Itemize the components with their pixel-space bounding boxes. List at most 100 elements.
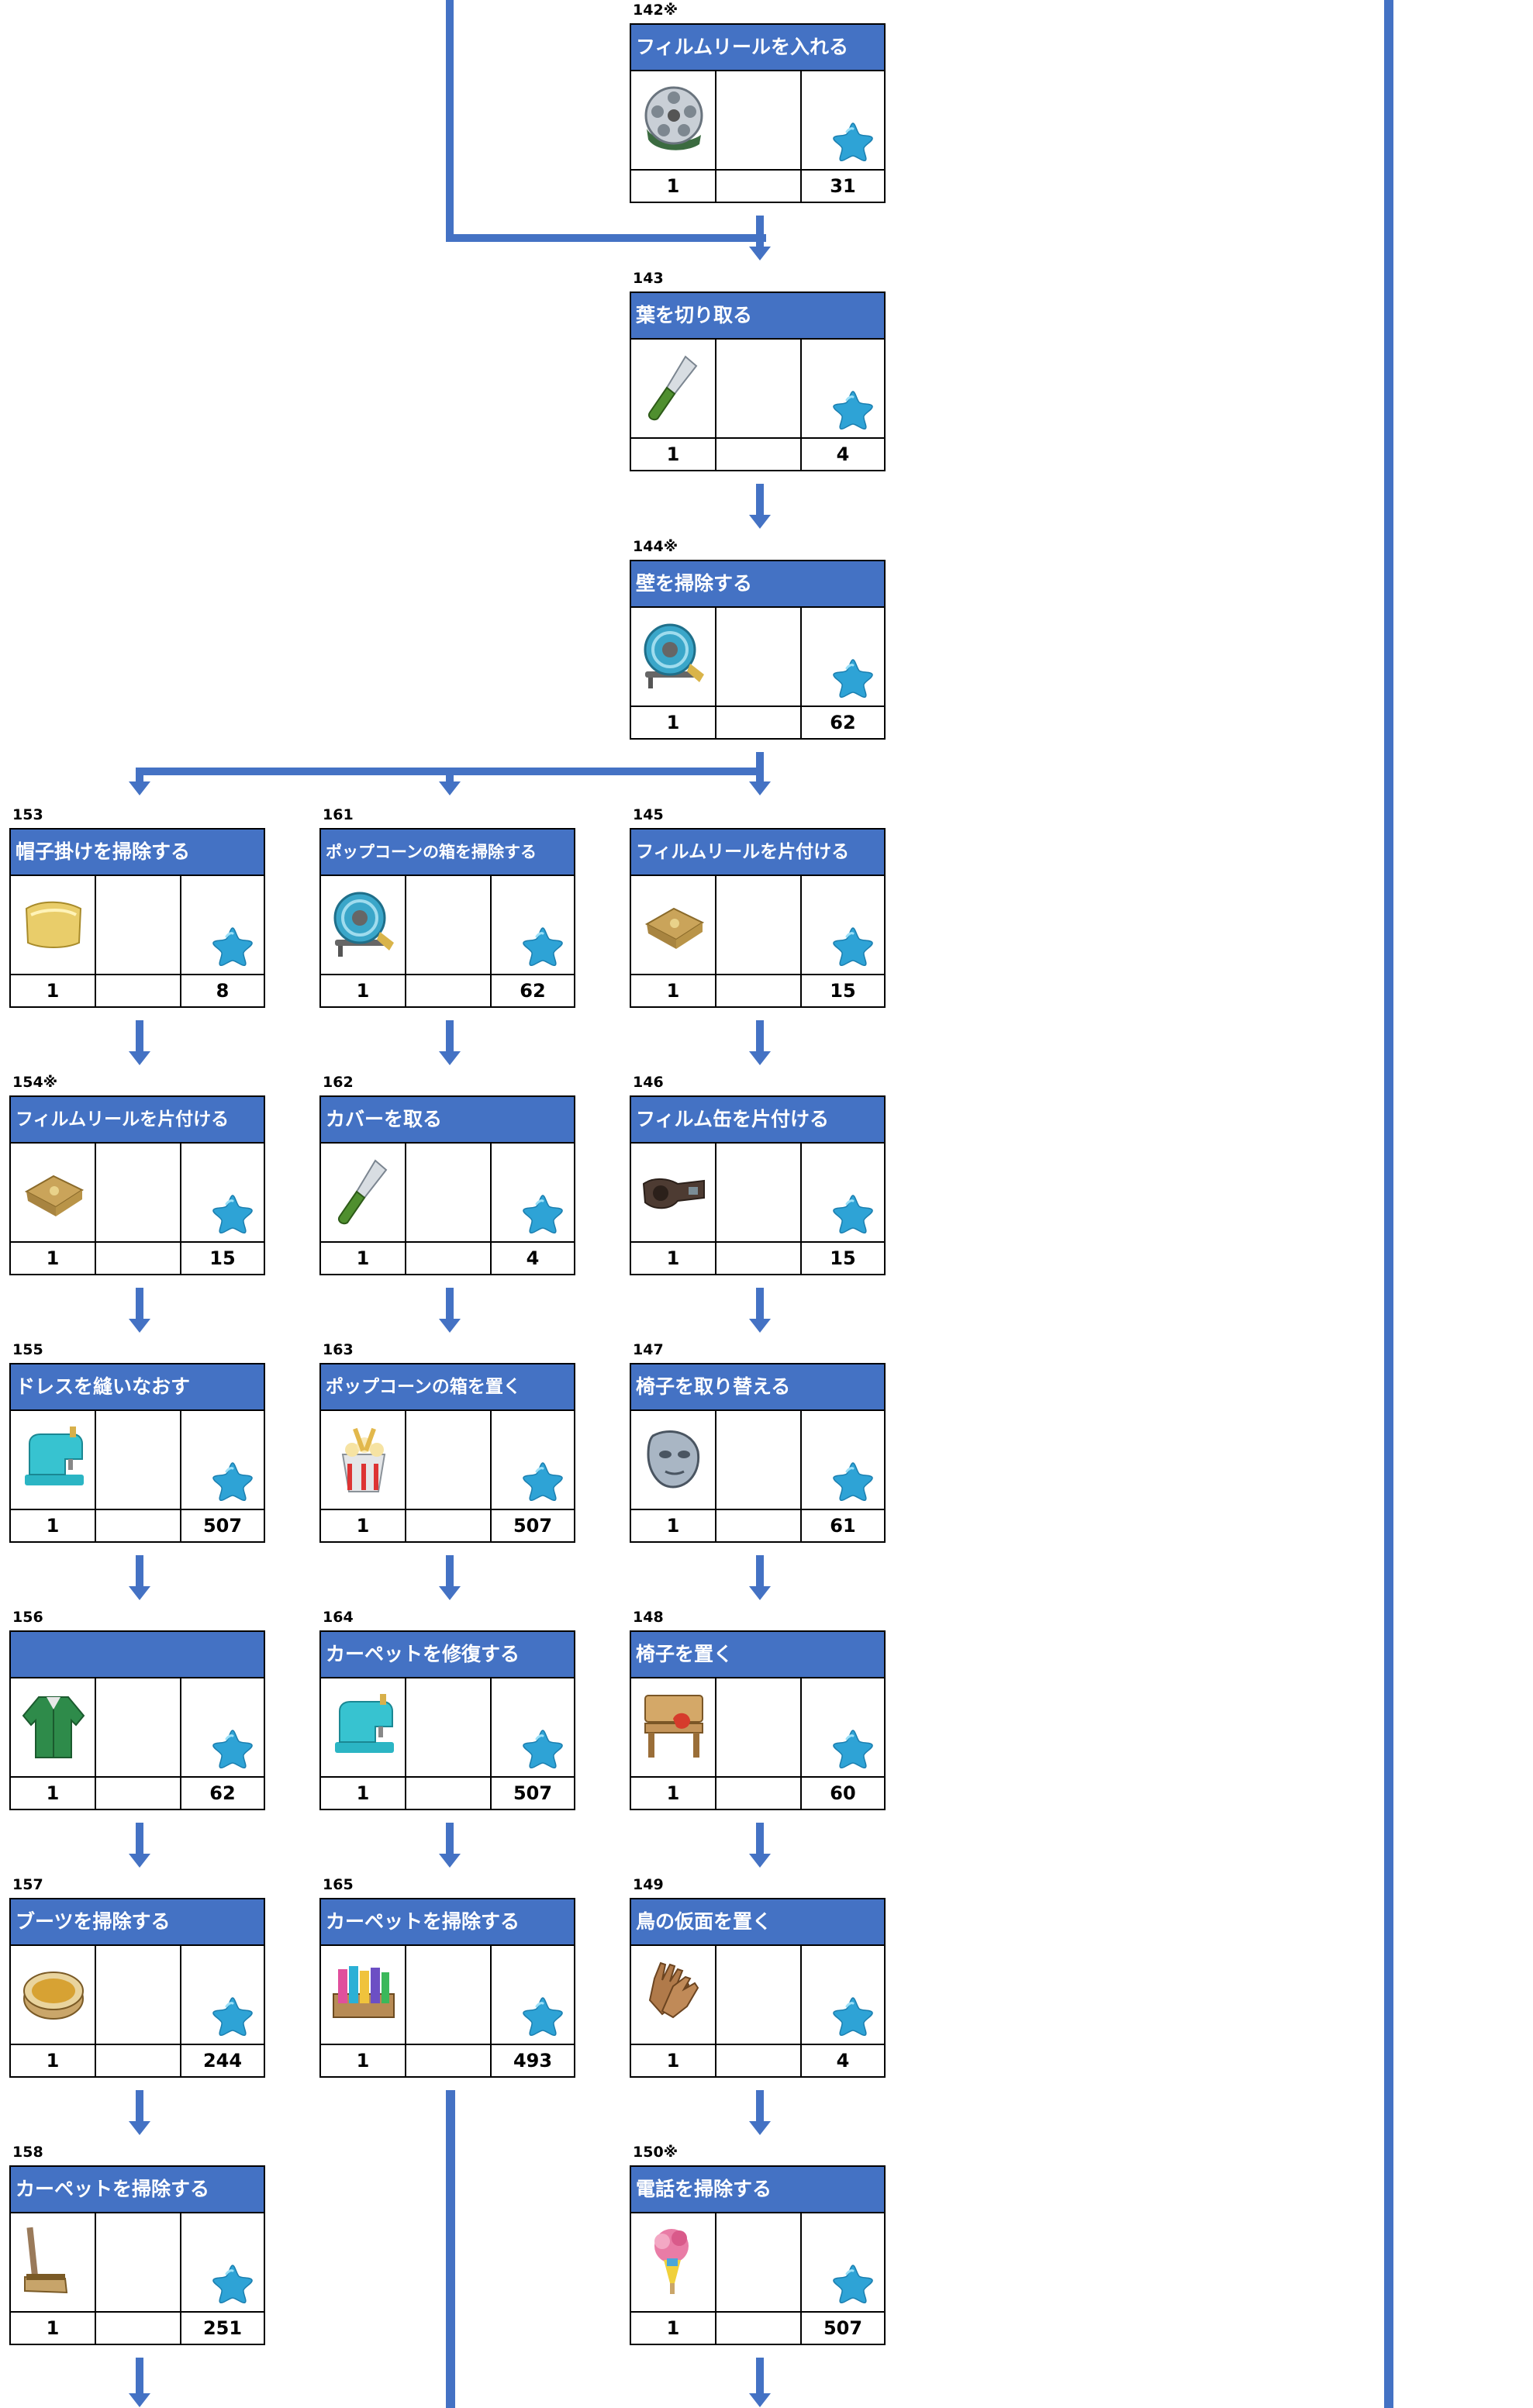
knife-icon <box>329 1153 399 1230</box>
task-quantity: 1 <box>631 2045 716 2076</box>
task-reward: 4 <box>836 443 850 465</box>
task-reward: 507 <box>513 1515 553 1537</box>
task-title: ブーツを掃除する <box>11 1899 264 1946</box>
star-icon <box>831 1461 875 1502</box>
task-title: 帽子掛けを掃除する <box>11 830 264 876</box>
star-icon <box>521 926 565 968</box>
task-quantity: 1 <box>11 1510 96 1541</box>
task-number: 156 <box>12 1609 43 1626</box>
task-reward: 15 <box>209 1247 236 1269</box>
popcorn-bucket-icon <box>329 1420 399 1498</box>
polish-tin-icon <box>19 1955 88 2033</box>
task-number: 163 <box>323 1341 354 1358</box>
task-number: 157 <box>12 1876 43 1893</box>
star-icon <box>521 1461 565 1502</box>
stone-mask-icon <box>639 1420 709 1498</box>
task-number: 146 <box>633 1074 664 1091</box>
task-reward: 4 <box>836 2050 850 2072</box>
star-icon <box>831 1996 875 2037</box>
film-reel-icon <box>639 81 709 158</box>
task-quantity: 1 <box>11 2313 96 2344</box>
fabric-rolls-icon <box>329 1955 399 2033</box>
task-number: 147 <box>633 1341 664 1358</box>
task-number: 143 <box>633 270 664 287</box>
task-reward: 15 <box>830 980 856 1002</box>
task-reward: 60 <box>830 1782 856 1804</box>
task-quantity: 1 <box>631 171 716 202</box>
task-number: 149 <box>633 1876 664 1893</box>
task-reward: 62 <box>520 980 546 1002</box>
task-quantity: 1 <box>321 975 406 1006</box>
task-number: 150※ <box>633 2144 678 2161</box>
knife-icon <box>639 349 709 426</box>
task-title: ドレスを縫いなおす <box>11 1364 264 1411</box>
task-quantity: 1 <box>321 1778 406 1809</box>
task-quantity: 1 <box>11 1778 96 1809</box>
task-title: フィルムリールを入れる <box>631 25 884 71</box>
task-title: 鳥の仮面を置く <box>631 1899 884 1946</box>
task-quantity: 1 <box>631 1510 716 1541</box>
task-reward: 62 <box>830 712 856 733</box>
star-icon <box>831 1728 875 1770</box>
star-icon <box>831 926 875 968</box>
task-title: 椅子を置く <box>631 1632 884 1678</box>
task-number: 145 <box>633 806 664 823</box>
task-title: フィルムリールを片付ける <box>11 1097 264 1144</box>
broom-icon <box>19 2223 88 2300</box>
task-number: 158 <box>12 2144 43 2161</box>
task-quantity: 1 <box>631 1243 716 1274</box>
gloves-icon <box>639 1955 709 2033</box>
task-number: 144※ <box>633 538 678 555</box>
star-icon <box>831 1193 875 1235</box>
task-number: 162 <box>323 1074 354 1091</box>
task-number: 155 <box>12 1341 43 1358</box>
task-number: 142※ <box>633 2 678 19</box>
task-reward: 31 <box>830 175 856 197</box>
task-title: フィルムリールを片付ける <box>631 830 884 876</box>
task-title: 椅子を取り替える <box>631 1364 884 1411</box>
task-reward: 61 <box>830 1515 856 1537</box>
task-reward: 507 <box>513 1782 553 1804</box>
star-icon <box>831 121 875 163</box>
sewing-machine-icon <box>329 1688 399 1765</box>
task-number: 154※ <box>12 1074 58 1091</box>
task-reward: 251 <box>202 2317 243 2339</box>
star-icon <box>521 1728 565 1770</box>
star-icon <box>211 1728 254 1770</box>
task-title: 電話を掃除する <box>631 2167 884 2213</box>
task-reward: 8 <box>216 980 230 1002</box>
folded-cloth-icon <box>19 1153 88 1230</box>
task-reward: 15 <box>830 1247 856 1269</box>
task-title: 葉を切り取る <box>631 293 884 340</box>
star-icon <box>211 1996 254 2037</box>
star-icon <box>831 389 875 431</box>
task-quantity: 1 <box>321 1243 406 1274</box>
task-title: ポップコーンの箱を掃除する <box>321 830 574 876</box>
task-title: カーペットを掃除する <box>11 2167 264 2213</box>
task-quantity: 1 <box>631 975 716 1006</box>
task-reward: 507 <box>823 2317 863 2339</box>
bench-icon <box>639 1688 709 1765</box>
task-quantity: 1 <box>631 439 716 470</box>
star-icon <box>831 2263 875 2305</box>
task-quantity: 1 <box>631 707 716 738</box>
task-reward: 493 <box>513 2050 553 2072</box>
task-number: 148 <box>633 1609 664 1626</box>
feather-duster-icon <box>639 2223 709 2300</box>
task-reward: 507 <box>202 1515 243 1537</box>
task-title <box>11 1632 264 1678</box>
folded-cloth-icon <box>639 885 709 963</box>
task-reward: 4 <box>526 1247 540 1269</box>
task-number: 153 <box>12 806 43 823</box>
sewing-machine-icon <box>19 1420 88 1498</box>
star-icon <box>211 2263 254 2305</box>
task-quantity: 1 <box>11 2045 96 2076</box>
star-icon <box>831 657 875 699</box>
task-quantity: 1 <box>631 1778 716 1809</box>
star-icon <box>211 1193 254 1235</box>
task-title: カーペットを掃除する <box>321 1899 574 1946</box>
cloth-icon <box>19 885 88 963</box>
task-quantity: 1 <box>11 1243 96 1274</box>
task-title: カバーを取る <box>321 1097 574 1144</box>
hose-reel-icon <box>639 617 709 695</box>
